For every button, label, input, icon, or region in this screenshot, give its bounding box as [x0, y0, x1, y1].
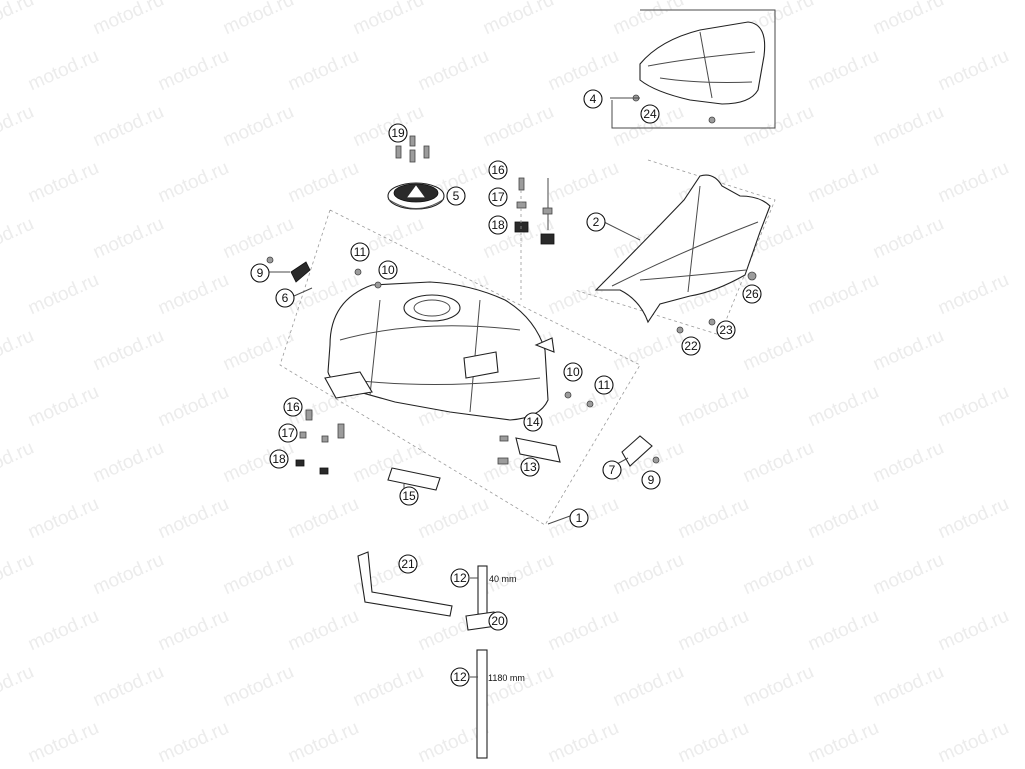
callout-12-top: 12 [450, 568, 470, 588]
callout-10-left: 10 [378, 260, 398, 280]
svg-text:19: 19 [391, 126, 405, 140]
cap-screws [395, 135, 430, 163]
svg-text:6: 6 [282, 291, 289, 305]
rider-seat [594, 174, 771, 324]
svg-text:1: 1 [576, 511, 583, 525]
callout-5: 5 [446, 186, 466, 206]
vent-hoses [357, 551, 497, 759]
svg-text:12: 12 [453, 670, 467, 684]
callout-11-right: 11 [594, 375, 614, 395]
leader-lines [268, 97, 641, 678]
svg-text:17: 17 [491, 190, 505, 204]
callout-9-left: 9 [250, 263, 270, 283]
tank-side-cover-right [621, 435, 653, 467]
callout-7: 7 [602, 460, 622, 480]
rear-seat-cover [632, 21, 766, 124]
callout-23: 23 [716, 320, 736, 340]
callout-22: 22 [681, 336, 701, 356]
svg-text:20: 20 [491, 614, 505, 628]
fuel-cap [387, 182, 445, 210]
dimension-label-short-hose: 40 mm [489, 574, 517, 584]
svg-text:21: 21 [401, 557, 415, 571]
callout-2: 2 [586, 212, 606, 232]
callout-11-left: 11 [350, 242, 370, 262]
svg-text:11: 11 [598, 378, 611, 392]
svg-text:22: 22 [684, 339, 698, 353]
callout-10-right: 10 [563, 362, 583, 382]
svg-text:23: 23 [719, 323, 733, 337]
svg-text:9: 9 [257, 266, 264, 280]
callout-17-left: 17 [278, 423, 298, 443]
callout-12-bottom: 12 [450, 667, 470, 687]
fuel-tank [324, 281, 555, 421]
callout-15: 15 [399, 486, 419, 506]
callout-9-right: 9 [641, 470, 661, 490]
svg-text:7: 7 [609, 463, 616, 477]
svg-text:2: 2 [593, 215, 600, 229]
fuel-pump-bracket [497, 435, 561, 465]
callout-24: 24 [640, 104, 660, 124]
callout-17-top: 17 [488, 187, 508, 207]
svg-text:26: 26 [745, 287, 759, 301]
callout-21: 21 [398, 554, 418, 574]
callout-1: 1 [569, 508, 589, 528]
small-fasteners [266, 177, 757, 475]
svg-text:16: 16 [286, 400, 300, 414]
tank-side-cover-left [290, 261, 311, 283]
svg-text:15: 15 [402, 489, 416, 503]
svg-text:18: 18 [491, 218, 505, 232]
callout-16-left: 16 [283, 397, 303, 417]
svg-text:11: 11 [354, 245, 367, 259]
callout-14: 14 [523, 412, 543, 432]
dimension-label-long-hose: 1180 mm [488, 673, 525, 683]
callout-20: 20 [488, 611, 508, 631]
svg-text:10: 10 [381, 263, 395, 277]
callout-26: 26 [742, 284, 762, 304]
svg-text:12: 12 [453, 571, 467, 585]
callout-18-left: 18 [269, 449, 289, 469]
callout-13: 13 [520, 457, 540, 477]
svg-text:14: 14 [526, 415, 540, 429]
callout-4: 4 [583, 89, 603, 109]
svg-text:4: 4 [590, 92, 597, 106]
svg-text:24: 24 [643, 107, 657, 121]
callout-6: 6 [275, 288, 295, 308]
svg-text:5: 5 [453, 189, 460, 203]
svg-text:9: 9 [648, 473, 655, 487]
svg-text:16: 16 [491, 163, 505, 177]
tank-trim-strip [387, 467, 441, 491]
svg-text:18: 18 [272, 452, 286, 466]
svg-text:17: 17 [281, 426, 295, 440]
callout-18-top: 18 [488, 215, 508, 235]
svg-text:10: 10 [566, 365, 580, 379]
callout-19: 19 [388, 123, 408, 143]
svg-text:13: 13 [523, 460, 537, 474]
callout-16-top: 16 [488, 160, 508, 180]
